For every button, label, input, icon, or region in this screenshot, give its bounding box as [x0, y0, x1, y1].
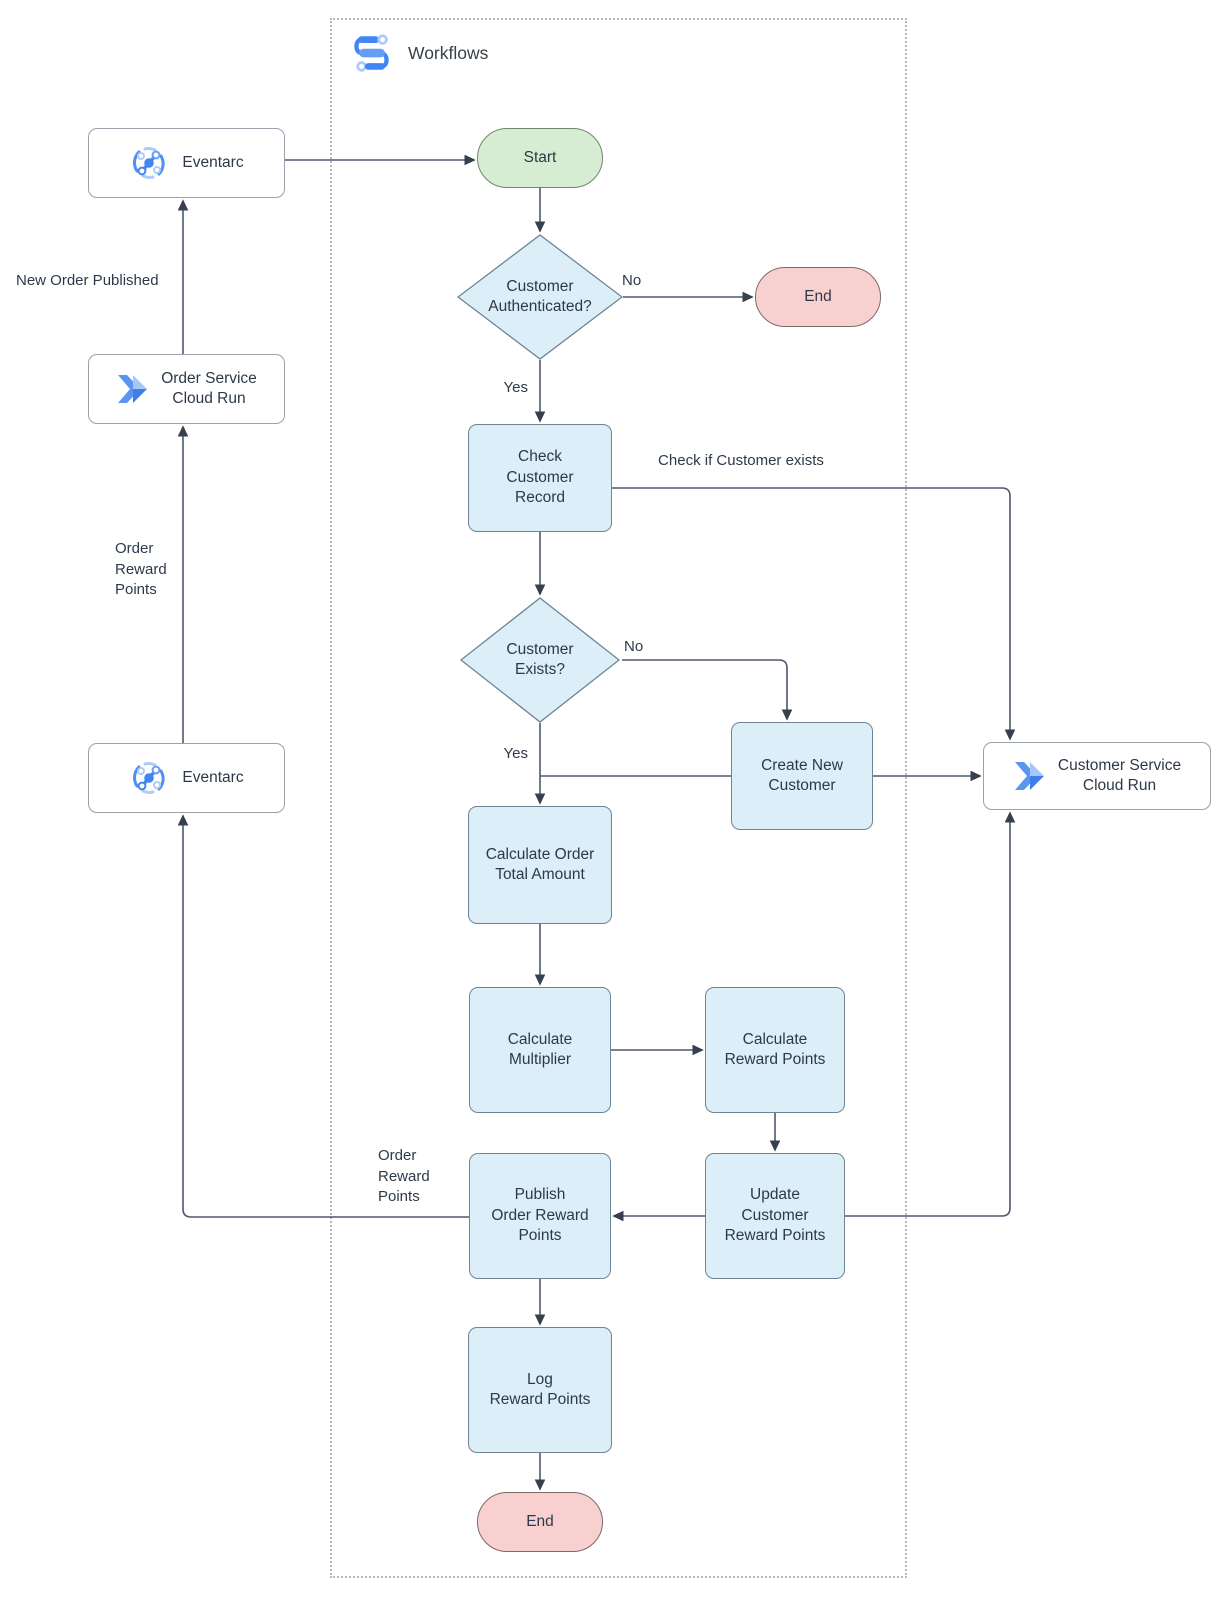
node-customer-service-cloud-run: Customer Service Cloud Run [983, 742, 1211, 810]
cloud-run-icon [118, 375, 148, 403]
node-label: Eventarc [182, 153, 244, 171]
edge-update-to-customer-service [845, 813, 1010, 1217]
node-label: Customer Authenticated? [488, 277, 592, 315]
node-end-bottom: End [477, 1492, 603, 1552]
workflows-icon [354, 34, 389, 72]
node-eventarc-top: Eventarc [88, 128, 285, 198]
cloud-run-icon [1014, 762, 1044, 790]
node-order-service-cloud-run: Order Service Cloud Run [88, 354, 285, 424]
workflows-container [330, 18, 907, 1578]
eventarc-icon [133, 147, 166, 179]
edge-publish-to-eventarc [183, 816, 469, 1218]
node-label: End [804, 287, 832, 305]
workflows-title: Workflows [408, 42, 489, 63]
node-end-top: End [755, 267, 881, 327]
node-label: Check Customer Record [506, 448, 574, 507]
node-start: Start [477, 128, 603, 188]
node-label: End [526, 1512, 554, 1530]
edge-label-new-order-published: New Order Published [16, 272, 159, 289]
diamond-shape [457, 234, 623, 360]
node-calculate-multiplier: Calculate Multiplier [469, 987, 611, 1113]
edge-label-no-exists: No [624, 638, 644, 655]
node-label: Publish Order Reward Points [491, 1186, 589, 1245]
edge-label-no-authenticated: No [622, 272, 642, 289]
node-label: Create New Customer [761, 756, 843, 794]
edge-check-to-customer-service [612, 487, 1010, 739]
edge-label-check-if-customer-exists: Check if Customer exists [658, 452, 824, 469]
node-update-customer-reward-points: Update Customer Reward Points [705, 1153, 845, 1279]
node-check-customer-record: Check Customer Record [468, 424, 612, 532]
decision-customer-exists: Customer Exists? [460, 597, 620, 723]
node-label: Eventarc [182, 768, 244, 786]
node-eventarc-bottom: Eventarc [88, 743, 285, 813]
diamond-shape [460, 597, 620, 723]
node-label: Order Service Cloud Run [161, 369, 257, 407]
edge-label-yes-exists: Yes [503, 745, 528, 762]
node-calculate-reward-points: Calculate Reward Points [705, 987, 845, 1113]
node-label: Calculate Order Total Amount [485, 845, 595, 883]
decision-customer-authenticated: Customer Authenticated? [457, 234, 623, 360]
node-create-new-customer: Create New Customer [731, 722, 873, 830]
workflows-header: Workflows [350, 30, 488, 76]
node-label: Calculate Multiplier [507, 1030, 573, 1068]
eventarc-icon [133, 762, 166, 794]
edge-label-order-reward-points-left: Order Reward Points [115, 540, 167, 599]
edge-label-order-reward-points-bottom: Order Reward Points [378, 1147, 430, 1206]
node-log-reward-points: Log Reward Points [468, 1327, 612, 1453]
node-label: Customer Service Cloud Run [1057, 756, 1182, 794]
node-label: Calculate Reward Points [724, 1030, 826, 1068]
node-label: Update Customer Reward Points [724, 1186, 826, 1245]
node-label: Customer Exists? [506, 640, 574, 678]
node-label: Start [523, 148, 557, 166]
node-label: Log Reward Points [489, 1370, 591, 1408]
node-publish-order-reward-points: Publish Order Reward Points [469, 1153, 611, 1279]
edge-exists-no-to-create [622, 659, 787, 719]
edge-label-yes-authenticated: Yes [503, 379, 528, 396]
node-calculate-order-total: Calculate Order Total Amount [468, 806, 612, 924]
